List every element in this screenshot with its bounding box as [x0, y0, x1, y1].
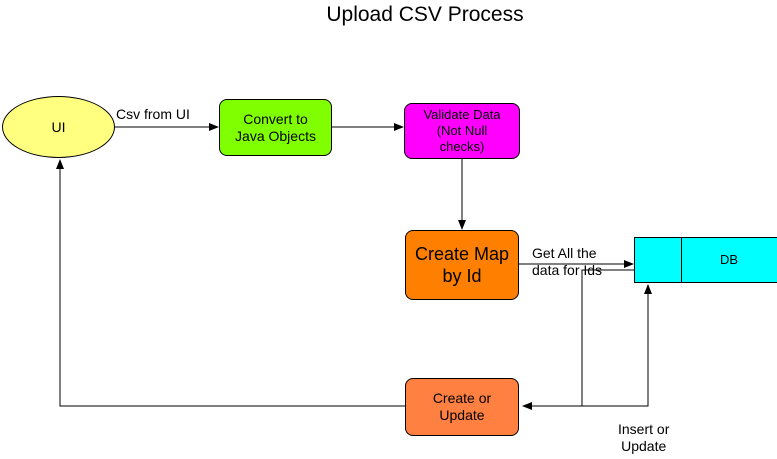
- db-node: DB: [634, 237, 777, 283]
- validate-node: Validate Data (Not Null checks): [404, 103, 520, 159]
- db-node-tab: [635, 238, 682, 282]
- diagram-title: Upload CSV Process: [326, 3, 524, 26]
- convert-node: Convert to Java Objects: [219, 99, 332, 156]
- ui-node-label: UI: [51, 118, 66, 135]
- edge-db-to-createupdate: [522, 269, 637, 410]
- create-update-node: Create or Update: [405, 378, 519, 436]
- create-update-node-label: Create or Update: [432, 390, 492, 423]
- edge-createupdate-to-ui: [56, 159, 405, 407]
- ui-node: UI: [2, 96, 115, 158]
- label-insert-update: Insert or Update: [618, 421, 670, 454]
- edge-createupdate-to-db: [582, 284, 652, 407]
- label-get-all-data: Get All the data for Ids: [532, 245, 603, 278]
- convert-node-label: Convert to Java Objects: [235, 110, 316, 144]
- create-map-node-label: Create Map by Id: [414, 244, 510, 286]
- db-node-label: DB: [719, 252, 739, 267]
- label-csv-from-ui: Csv from UI: [116, 106, 190, 122]
- validate-node-label: Validate Data (Not Null checks): [423, 107, 501, 154]
- create-map-node: Create Map by Id: [405, 230, 519, 300]
